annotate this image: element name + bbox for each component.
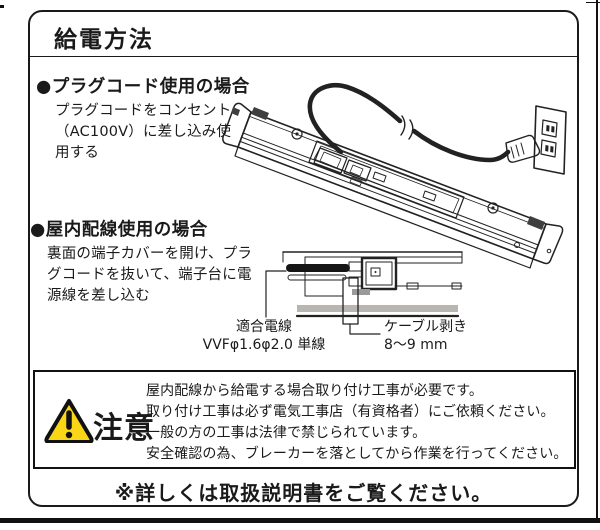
- page-title: 給電方法: [54, 27, 154, 53]
- section-indoor-wiring-body: 裏面の端子カバーを開け、プラ グコードを抜いて、端子台に電 源線を差し込む: [47, 244, 282, 307]
- plug-cord-diagram: [222, 83, 567, 269]
- section-plug-cord-heading: ●プラグコード使用の場合: [36, 77, 250, 97]
- page-bottom-rule: [0, 518, 600, 523]
- body-line: （AC100V）に差し込み使: [55, 124, 232, 140]
- plug-illustration: [505, 134, 541, 163]
- terminal-block: [360, 256, 398, 291]
- section-indoor-wiring-heading: ●屋内配線使用の場合: [30, 220, 208, 240]
- header-divider: [29, 56, 577, 57]
- page-edge-top-mark: [586, 1, 600, 4]
- cable-strip-leader-line: [349, 323, 381, 335]
- cable-conductor: [286, 264, 350, 272]
- wire-spec-line2: VVFφ1.6φ2.0 単線: [202, 337, 326, 353]
- wire-spec-label: 適合電線 VVFφ1.6φ2.0 単線: [190, 318, 338, 354]
- page-edge-left-mark: [0, 5, 4, 8]
- caution-title: 注意: [93, 411, 155, 446]
- body-line: 用する: [55, 145, 100, 161]
- terminal-side-view-illustration: [282, 251, 463, 325]
- caution-box: [33, 370, 576, 469]
- body-line: 源線を差し込む: [47, 288, 150, 304]
- cable-strip-line2: 8～9 mm: [384, 337, 448, 353]
- cable-strip-label: ケーブル剥き 8～9 mm: [384, 318, 504, 354]
- wall-outlet-illustration: [533, 105, 567, 175]
- diffuser-band: [297, 305, 458, 312]
- indoor-wiring-diagram: [265, 251, 463, 335]
- warning-triangle-icon: [44, 399, 94, 443]
- caution-line: 安全確認の為、ブレーカーを落としてから作業を行ってください。: [146, 446, 568, 462]
- cable-strip-line1: ケーブル剥き: [384, 319, 468, 335]
- caution-text: 屋内配線から給電する場合取り付け工事が必要です。 取り付け工事は必ず電気工事店（…: [146, 381, 571, 465]
- caution-line: 取り付け工事は必ず電気工事店（有資格者）にご依頼ください。: [146, 404, 555, 420]
- caution-line: 屋内配線から給電する場合取り付け工事が必要です。: [146, 383, 483, 399]
- section-plug-cord-body: プラグコードをコンセント （AC100V）に差し込み使 用する: [55, 101, 280, 164]
- wire-spec-line1: 適合電線: [236, 319, 292, 335]
- light-fixture-illustration: [222, 102, 564, 269]
- footer-note: ※詳しくは取扱説明書をご覧ください。: [114, 481, 493, 505]
- page-edge-right: [596, 0, 598, 518]
- body-line: グコードを抜いて、端子台に電: [47, 267, 252, 283]
- body-line: プラグコードをコンセント: [55, 103, 232, 119]
- power-cord-illustration: [307, 83, 511, 163]
- wire-leader-line: [265, 270, 287, 318]
- cord-break-icon: [400, 115, 414, 140]
- caution-line: 一般の方の工事は法律で禁じられています。: [146, 425, 427, 441]
- body-line: 裏面の端子カバーを開け、プラ: [47, 246, 253, 262]
